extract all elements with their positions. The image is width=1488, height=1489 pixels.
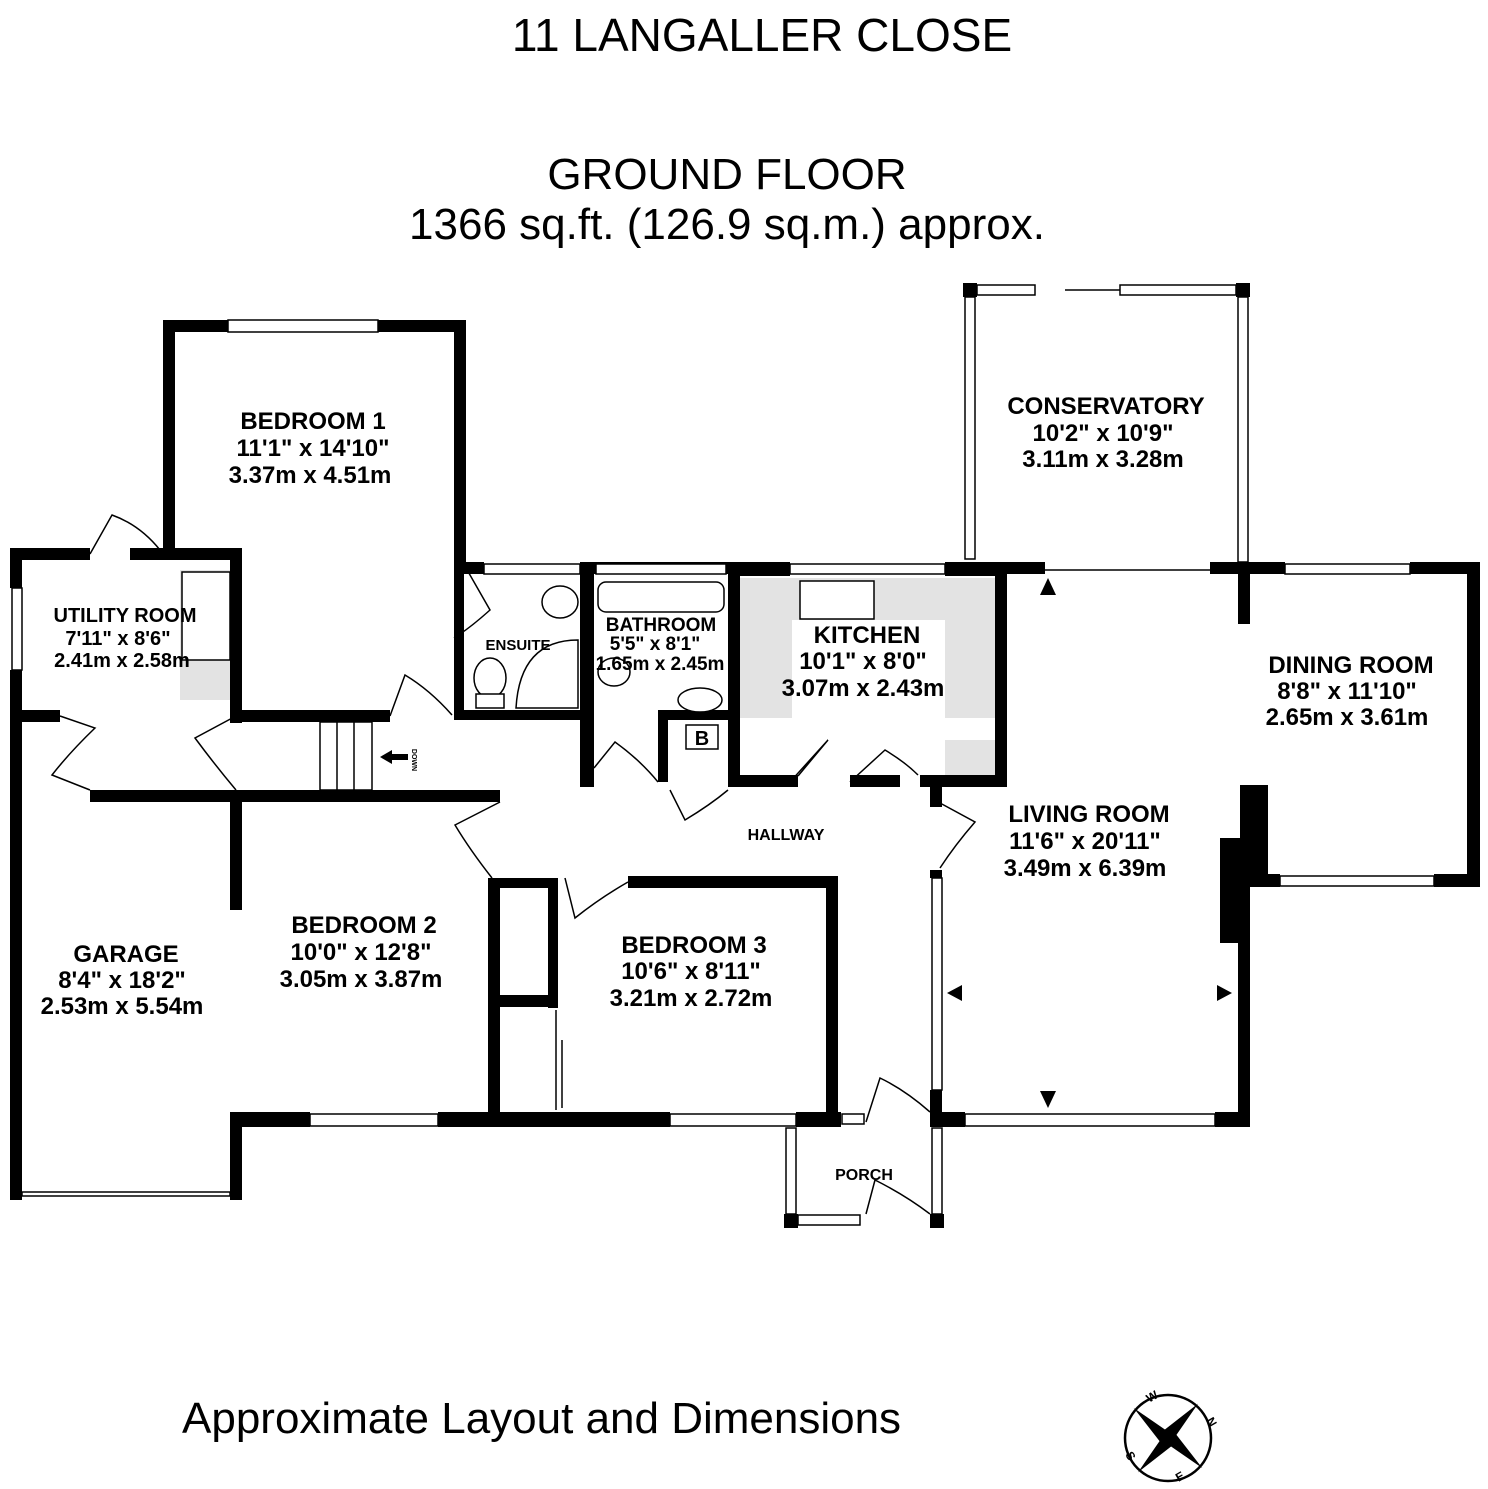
label-garage-name: GARAGE bbox=[73, 941, 178, 968]
label-kitchen-imperial: 10'1" x 8'0" bbox=[799, 648, 927, 675]
stairs-label: DOWN bbox=[410, 749, 417, 771]
label-garage-metric: 2.53m x 5.54m bbox=[41, 993, 204, 1020]
floor-heading: GROUND FLOOR 1366 sq.ft. (126.9 sq.m.) a… bbox=[0, 150, 1454, 250]
label-ensuite-name: ENSUITE bbox=[485, 637, 550, 654]
label-utility-imperial: 7'11" x 8'6" bbox=[65, 628, 170, 650]
label-dining-name: DINING ROOM bbox=[1268, 652, 1433, 679]
footer-disclaimer: Approximate Layout and Dimensions bbox=[182, 1394, 902, 1443]
label-bedroom3-name: BEDROOM 3 bbox=[621, 932, 766, 959]
floor-name: GROUND FLOOR bbox=[547, 150, 907, 199]
label-hallway-name: HALLWAY bbox=[748, 827, 825, 844]
label-conservatory-imperial: 10'2" x 10'9" bbox=[1033, 420, 1174, 447]
label-bathroom-metric: 1.65m x 2.45m bbox=[596, 654, 725, 675]
label-living-metric: 3.49m x 6.39m bbox=[1004, 855, 1167, 882]
bath bbox=[597, 581, 725, 613]
label-porch-name: PORCH bbox=[835, 1167, 893, 1184]
stairs bbox=[319, 721, 373, 791]
label-bedroom3-metric: 3.21m x 2.72m bbox=[610, 985, 773, 1012]
boiler-label: B bbox=[695, 728, 709, 750]
label-bathroom-imperial: 5'5" x 8'1" bbox=[610, 634, 700, 655]
label-bedroom1-metric: 3.37m x 4.51m bbox=[229, 462, 392, 489]
compass-w: W bbox=[1144, 1387, 1161, 1405]
section-markers bbox=[380, 578, 1232, 1108]
boiler-box bbox=[685, 724, 719, 750]
label-dining-imperial: 8'8" x 11'10" bbox=[1277, 678, 1417, 705]
label-bathroom-name: BATHROOM bbox=[606, 615, 716, 636]
property-title: 11 LANGALLER CLOSE bbox=[511, 9, 1013, 61]
walls bbox=[10, 283, 1480, 1228]
label-utility-metric: 2.41m x 2.58m bbox=[54, 650, 190, 672]
label-dining-metric: 2.65m x 3.61m bbox=[1266, 704, 1429, 731]
label-bedroom2-metric: 3.05m x 3.87m bbox=[280, 966, 443, 993]
label-garage-imperial: 8'4" x 18'2" bbox=[58, 967, 186, 994]
fixtures bbox=[181, 571, 875, 791]
compass: N S E W bbox=[1122, 1387, 1219, 1484]
kitchen-sink bbox=[799, 580, 875, 620]
label-kitchen-name: KITCHEN bbox=[814, 622, 921, 649]
label-bedroom3-imperial: 10'6" x 8'11" bbox=[621, 958, 761, 985]
room-labels: BEDROOM 1 11'1" x 14'10" 3.37m x 4.51m C… bbox=[41, 393, 1434, 1184]
label-bedroom1-imperial: 11'1" x 14'10" bbox=[237, 435, 390, 462]
windows bbox=[11, 284, 1435, 1226]
door-swings bbox=[50, 514, 977, 1215]
floor-area: 1366 sq.ft. (126.9 sq.m.) approx. bbox=[409, 200, 1045, 249]
label-utility-name: UTILITY ROOM bbox=[54, 605, 197, 627]
label-living-imperial: 11'6" x 20'11" bbox=[1009, 828, 1161, 855]
label-living-name: LIVING ROOM bbox=[1008, 801, 1169, 828]
label-conservatory-metric: 3.11m x 3.28m bbox=[1022, 446, 1183, 473]
label-kitchen-metric: 3.07m x 2.43m bbox=[782, 675, 945, 702]
label-conservatory-name: CONSERVATORY bbox=[1007, 393, 1204, 420]
label-bedroom2-name: BEDROOM 2 bbox=[291, 912, 436, 939]
label-bedroom2-imperial: 10'0" x 12'8" bbox=[291, 939, 432, 966]
label-bedroom1-name: BEDROOM 1 bbox=[240, 408, 385, 435]
utility-sink bbox=[181, 571, 231, 661]
